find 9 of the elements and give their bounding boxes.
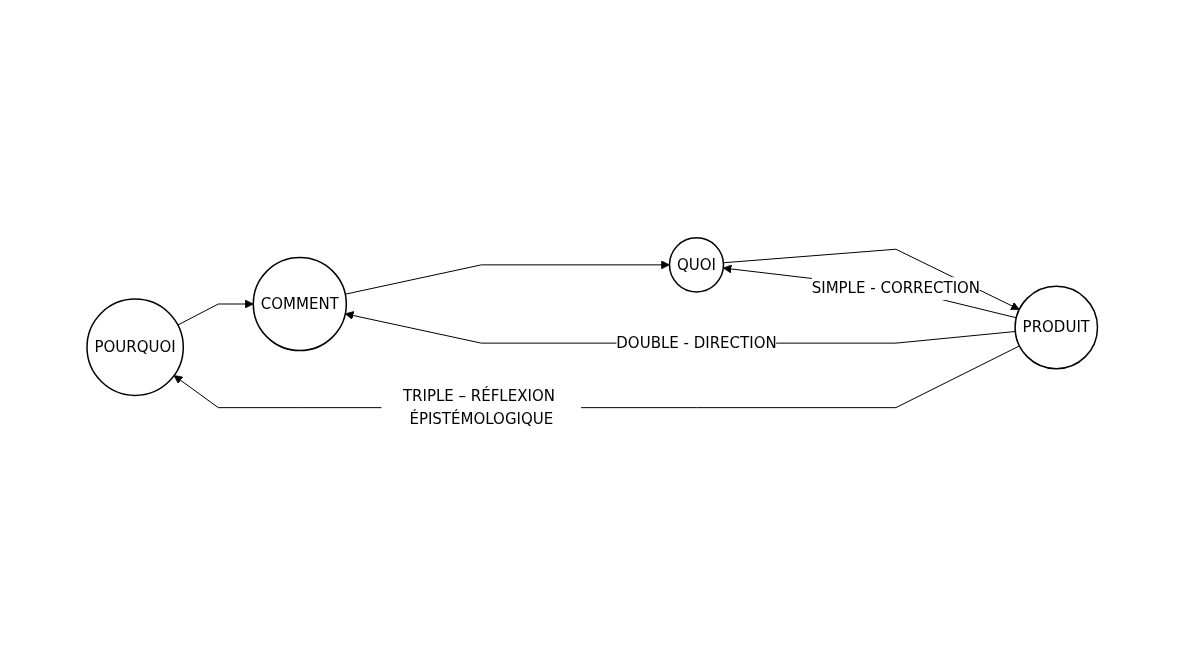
- arrow: [722, 264, 1017, 319]
- node-circle: COMMENT: [252, 256, 347, 352]
- edge-label: TRIPLE – RÉFLEXION ÉPISTÉMOLOGIQUE: [402, 387, 555, 428]
- edge-label: DOUBLE - DIRECTION: [616, 333, 777, 352]
- arrow: [177, 299, 254, 326]
- edge-label: SIMPLE - CORRECTION: [811, 279, 980, 298]
- node-circle: PRODUIT: [1014, 285, 1098, 370]
- node-circle: QUOI: [668, 237, 724, 293]
- node-circle: POURQUOI: [86, 298, 184, 397]
